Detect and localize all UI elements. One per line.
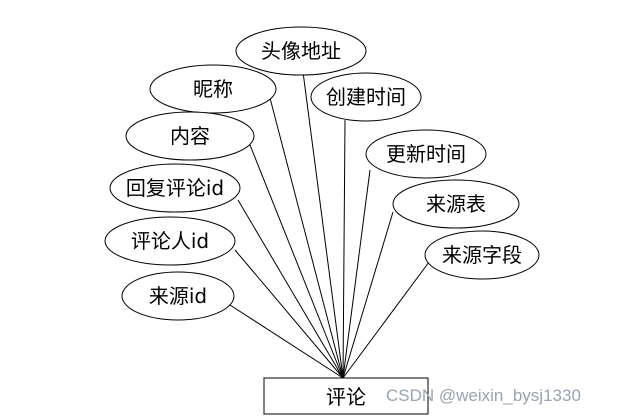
edge-nickname — [269, 97, 344, 379]
attribute-label: 来源表 — [426, 192, 486, 216]
attribute-label: 内容 — [170, 124, 210, 148]
edge-content — [249, 144, 344, 379]
edge-created — [342, 119, 346, 379]
attribute-label: 头像地址 — [261, 39, 341, 63]
edge-source-field — [342, 257, 433, 379]
entity-label: 评论 — [326, 385, 366, 409]
attribute-label: 更新时间 — [386, 142, 466, 166]
edge-reply — [237, 199, 344, 379]
attribute-created: 创建时间 — [310, 72, 422, 122]
attribute-avatar: 头像地址 — [235, 26, 367, 76]
attribute-label: 来源字段 — [442, 243, 522, 267]
edge-source-table — [342, 211, 394, 379]
attribute-updated: 更新时间 — [365, 129, 487, 179]
attribute-commenter: 评论人id — [104, 216, 236, 266]
edge-source-id — [229, 304, 344, 379]
attribute-source-field: 来源字段 — [424, 230, 540, 280]
edge-updated — [342, 169, 371, 379]
attribute-label: 来源id — [149, 284, 207, 308]
attribute-reply: 回复评论id — [109, 163, 241, 213]
attribute-nickname: 昵称 — [149, 64, 277, 114]
attribute-label: 评论人id — [131, 229, 209, 253]
entity-comment: 评论 — [263, 377, 429, 415]
watermark: CSDN @weixin_bysj1330 — [386, 386, 581, 405]
edge-commenter — [234, 249, 344, 379]
attribute-source-table: 来源表 — [392, 179, 520, 229]
edge-avatar — [302, 71, 344, 379]
attribute-label: 创建时间 — [326, 85, 406, 109]
attribute-label: 昵称 — [193, 77, 233, 101]
attribute-source-id: 来源id — [121, 271, 235, 321]
attribute-label: 回复评论id — [126, 176, 224, 200]
edges — [229, 71, 433, 379]
attribute-content: 内容 — [125, 111, 255, 161]
